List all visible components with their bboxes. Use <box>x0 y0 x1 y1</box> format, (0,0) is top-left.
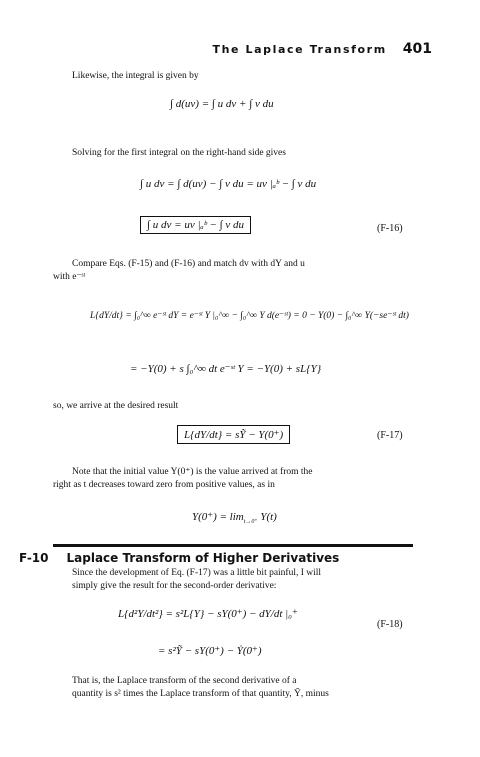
limit-subscript: t→0⁺ <box>243 519 258 526</box>
running-header-title: The Laplace Transform <box>212 43 387 56</box>
paragraph-compare-line2: with e⁻ˢᵗ <box>53 272 86 282</box>
equation-solve-u-dv: ∫ u dv = ∫ d(uv) − ∫ v du = uv |ₐᵇ − ∫ v… <box>140 178 317 190</box>
equation-laplace-first-derivative: L{dY/dt} = ∫₀^∞ e⁻ˢᵗ dY = e⁻ˢᵗ Y |₀^∞ − … <box>90 311 409 321</box>
section-number: F-10 <box>19 551 49 565</box>
equation-integral-d-uv: ∫ d(uv) = ∫ u dv + ∫ v du <box>170 98 274 110</box>
equation-number-F18: (F-18) <box>377 619 403 630</box>
equation-number-F17: (F-17) <box>377 430 403 441</box>
equation-initial-value-limit: Y(0⁺) = limt→0⁺ Y(t) <box>192 510 277 525</box>
paragraph-desired-result: so, we arrive at the desired result <box>53 401 179 411</box>
limit-lhs: Y(0⁺) = lim <box>192 511 244 523</box>
limit-tail: Y(t) <box>260 511 277 523</box>
paragraph-initial-value-line2: right as t decreases toward zero from po… <box>53 480 275 490</box>
paragraph-since-line1: Since the development of Eq. (F-17) was … <box>72 568 322 578</box>
paragraph-that-is-line1: That is, the Laplace transform of the se… <box>72 676 297 686</box>
equation-second-derivative-simplified: = s²Ỹ − sY(0⁺) − Ẏ(0⁺) <box>158 645 262 657</box>
equation-laplace-simplified: = −Y(0) + s ∫₀^∞ dt e⁻ˢᵗ Y = −Y(0) + sL{… <box>130 363 322 375</box>
paragraph-solving: Solving for the first integral on the ri… <box>72 148 286 158</box>
equation-second-derivative: L{d²Y/dt²} = s²L{Y} − sY(0⁺) − dY/dt |₀⁺ <box>118 608 298 620</box>
paragraph-intro: Likewise, the integral is given by <box>72 71 199 81</box>
section-heading: F-10 Laplace Transform of Higher Derivat… <box>19 549 339 567</box>
paragraph-that-is-line2: quantity is s² times the Laplace transfo… <box>72 689 329 699</box>
equation-F16-boxed: ∫ u dv = uv |ₐᵇ − ∫ v du <box>140 216 251 234</box>
paragraph-compare-line1: Compare Eqs. (F-15) and (F-16) and match… <box>72 259 305 269</box>
equation-number-F16: (F-16) <box>377 223 403 234</box>
section-title: Laplace Transform of Higher Derivatives <box>66 551 340 565</box>
section-rule <box>53 544 413 547</box>
running-header: The Laplace Transform 401 <box>0 40 432 58</box>
paragraph-since-line2: simply give the result for the second-or… <box>72 581 277 591</box>
paragraph-initial-value-line1: Note that the initial value Y(0⁺) is the… <box>72 467 313 477</box>
equation-F17-boxed: L{dY/dt} = sỸ − Y(0⁺) <box>177 425 291 444</box>
page-number: 401 <box>402 41 432 57</box>
